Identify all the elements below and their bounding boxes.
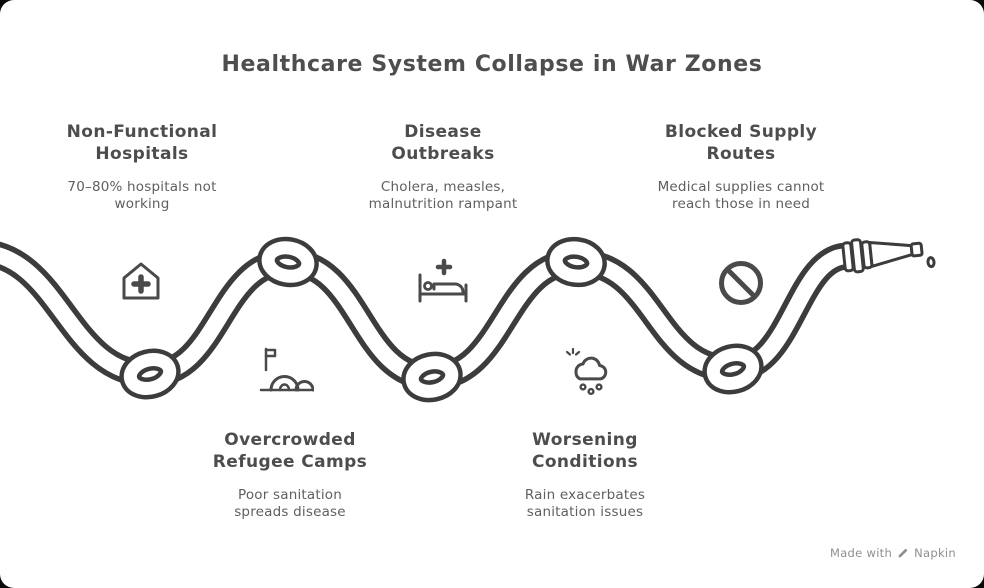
stage-overcrowded-refugee-camps: Overcrowded Refugee Camps Poor sanitatio… — [170, 430, 410, 522]
medical-bed-icon — [418, 258, 468, 303]
medical-cross-shape — [435, 258, 453, 276]
camp-flag-shape — [264, 348, 277, 358]
raindrop-shape — [579, 383, 587, 391]
napkin-brand-text: Napkin — [914, 546, 956, 560]
cloud-shape — [574, 356, 608, 381]
refugee-camp-icon — [259, 347, 314, 392]
stage-description: 70–80% hospitals not working — [67, 178, 217, 213]
stage-heading: Overcrowded Refugee Camps — [212, 430, 368, 472]
hospital-house-shape — [122, 262, 160, 300]
nozzle-icon — [841, 238, 936, 274]
rope-knot-5 — [702, 343, 764, 395]
rope-knot-4 — [545, 236, 607, 288]
bed-mattress-shape — [432, 282, 465, 296]
stage-worsening-conditions: Worsening Conditions Rain exacerbates sa… — [465, 430, 705, 522]
stage-blocked-supply-routes: Blocked Supply Routes Medical supplies c… — [621, 122, 861, 214]
raindrop-shape — [595, 383, 603, 391]
stage-description: Rain exacerbates sanitation issues — [524, 486, 646, 521]
stage-heading: Worsening Conditions — [531, 430, 639, 472]
page-title: Healthcare System Collapse in War Zones — [221, 52, 763, 77]
raindrop-shape — [587, 387, 595, 396]
no-entry-icon — [719, 261, 763, 305]
prohibition-circle-shape — [719, 261, 763, 305]
stage-description: Poor sanitation spreads disease — [234, 486, 346, 521]
hospital-icon — [122, 262, 160, 300]
stage-heading: Non-Functional Hospitals — [66, 122, 218, 164]
prohibition-slash-shape — [725, 267, 757, 299]
rope-knot-2 — [257, 236, 319, 288]
camp-tent-small-shape — [294, 380, 314, 392]
patient-head-shape — [423, 281, 433, 291]
stage-non-functional-hospitals: Non-Functional Hospitals 70–80% hospital… — [22, 122, 262, 214]
rope-knot-1 — [119, 348, 181, 400]
rain-cloud-icon — [565, 347, 608, 396]
stage-disease-outbreaks: Disease Outbreaks Cholera, measles, maln… — [323, 122, 563, 214]
medical-cross-shape — [131, 274, 151, 294]
made-with-text: Made with — [829, 546, 893, 560]
camp-tent-door-shape — [278, 383, 291, 392]
stage-description: Medical supplies cannot reach those in n… — [657, 178, 825, 213]
made-with-napkin-credit: Made with Napkin — [830, 546, 956, 560]
water-drop-icon — [926, 256, 936, 269]
rope-knot-3 — [401, 351, 463, 403]
stage-heading: Disease Outbreaks — [391, 122, 495, 164]
stage-description: Cholera, measles, malnutrition rampant — [368, 178, 518, 213]
pen-icon — [898, 548, 908, 558]
sun-sparkle-shape — [565, 347, 581, 356]
stage-heading: Blocked Supply Routes — [664, 122, 818, 164]
